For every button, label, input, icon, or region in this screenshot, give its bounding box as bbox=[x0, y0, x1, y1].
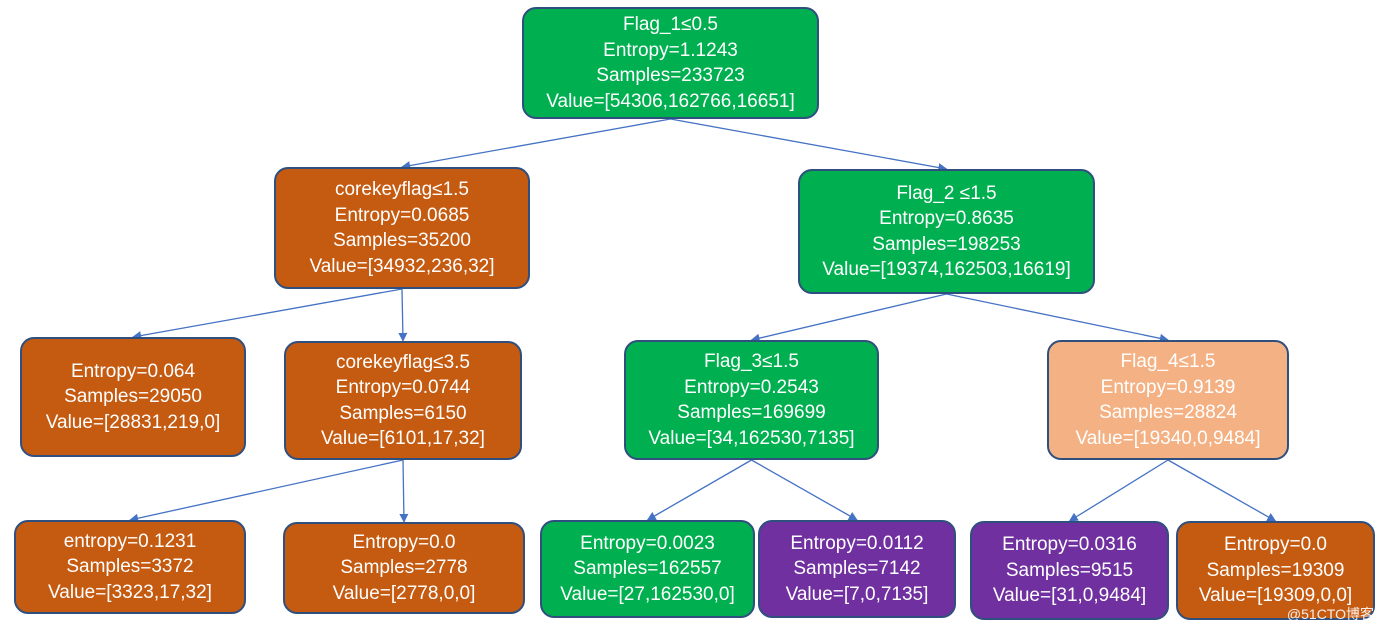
tree-edge-n4-n8 bbox=[399, 459, 409, 523]
tree-edge-n5-n9 bbox=[646, 459, 752, 521]
tree-edge-root-n2 bbox=[670, 118, 948, 173]
node-text-line: Entropy=0.9139 bbox=[1100, 376, 1236, 398]
node-text-line: Value=[28831,219,0] bbox=[45, 411, 221, 433]
node-text-line: Samples=162557 bbox=[573, 558, 722, 580]
node-text-line: Samples=19309 bbox=[1206, 559, 1345, 581]
node-text-line: Entropy=0.064 bbox=[70, 360, 196, 382]
node-text-line: entropy=0.1231 bbox=[63, 530, 197, 552]
tree-edge-n1-n3 bbox=[132, 288, 403, 341]
node-text-line: Flag_4≤1.5 bbox=[1120, 351, 1216, 372]
node-text-line: Entropy=0.0316 bbox=[1002, 534, 1137, 556]
node-text-line: Samples=2778 bbox=[340, 557, 468, 579]
node-text-line: Samples=9515 bbox=[1005, 559, 1134, 581]
node-text-line: Samples=6150 bbox=[339, 402, 467, 424]
node-text-line: Samples=198253 bbox=[872, 233, 1021, 255]
node-text-line: Flag_3≤1.5 bbox=[704, 351, 799, 372]
node-text-line: Samples=29050 bbox=[64, 386, 202, 408]
tree-edge-n6-n12 bbox=[1167, 459, 1277, 522]
node-text-line: Entropy=0.0112 bbox=[790, 532, 924, 554]
node-text-line: Entropy=0.0685 bbox=[334, 204, 470, 226]
node-text-line: Value=[2778,0,0] bbox=[332, 582, 476, 604]
node-text-line: Entropy=0.0 bbox=[1224, 534, 1327, 556]
tree-edge-n4-n7 bbox=[129, 459, 404, 523]
tree-edge-n5-n10 bbox=[751, 459, 858, 521]
node-text-line: Flag_2 ≤1.5 bbox=[896, 182, 997, 204]
node-text-line: Value=[3323,17,32] bbox=[48, 581, 212, 603]
node-text-line: Entropy=0.0 bbox=[352, 531, 456, 553]
node-text-line: Value=[34,162530,7135] bbox=[648, 427, 855, 449]
node-text-line: Value=[7,0,7135] bbox=[785, 583, 929, 605]
tree-edge-n1-n4 bbox=[398, 288, 408, 342]
watermark: @51CTO博客 bbox=[1286, 606, 1374, 622]
node-text-line: Entropy=0.0744 bbox=[335, 377, 471, 398]
tree-edge-n2-n5 bbox=[750, 293, 947, 343]
tree-edge-root-n1 bbox=[401, 118, 671, 171]
node-text-line: Value=[31,0,9484] bbox=[992, 585, 1147, 607]
node-text-line: Entropy=1.1243 bbox=[603, 39, 738, 61]
node-text-line: Value=[19340,0,9484] bbox=[1075, 427, 1261, 449]
node-text-line: Samples=3372 bbox=[66, 556, 194, 578]
tree-edge-n6-n11 bbox=[1068, 459, 1169, 522]
node-text-line: Flag_1≤0.5 bbox=[623, 14, 718, 35]
node-text-line: Samples=169699 bbox=[677, 402, 826, 423]
node-text-line: Entropy=0.8635 bbox=[879, 208, 1014, 229]
node-text-line: Value=[6101,17,32] bbox=[321, 428, 485, 449]
tree-edge-n2-n6 bbox=[946, 293, 1169, 343]
node-text-line: Samples=35200 bbox=[333, 230, 471, 251]
node-text-line: Value=[54306,162766,16651] bbox=[546, 90, 795, 112]
node-text-line: Samples=28824 bbox=[1099, 402, 1237, 423]
node-text-line: corekeyflag≤3.5 bbox=[335, 351, 470, 373]
node-text-line: Value=[19374,162503,16619] bbox=[822, 259, 1071, 280]
node-text-line: Value=[19309,0,0] bbox=[1198, 585, 1353, 607]
node-text-line: Samples=7142 bbox=[793, 558, 921, 580]
node-text-line: Value=[34932,236,32] bbox=[309, 255, 495, 277]
node-text-line: corekeyflag≤1.5 bbox=[334, 179, 469, 200]
node-text-line: Entropy=0.2543 bbox=[684, 376, 819, 398]
node-text-line: Value=[27,162530,0] bbox=[560, 583, 735, 605]
node-text-line: Samples=233723 bbox=[596, 65, 745, 86]
node-text-line: Entropy=0.0023 bbox=[580, 532, 715, 554]
